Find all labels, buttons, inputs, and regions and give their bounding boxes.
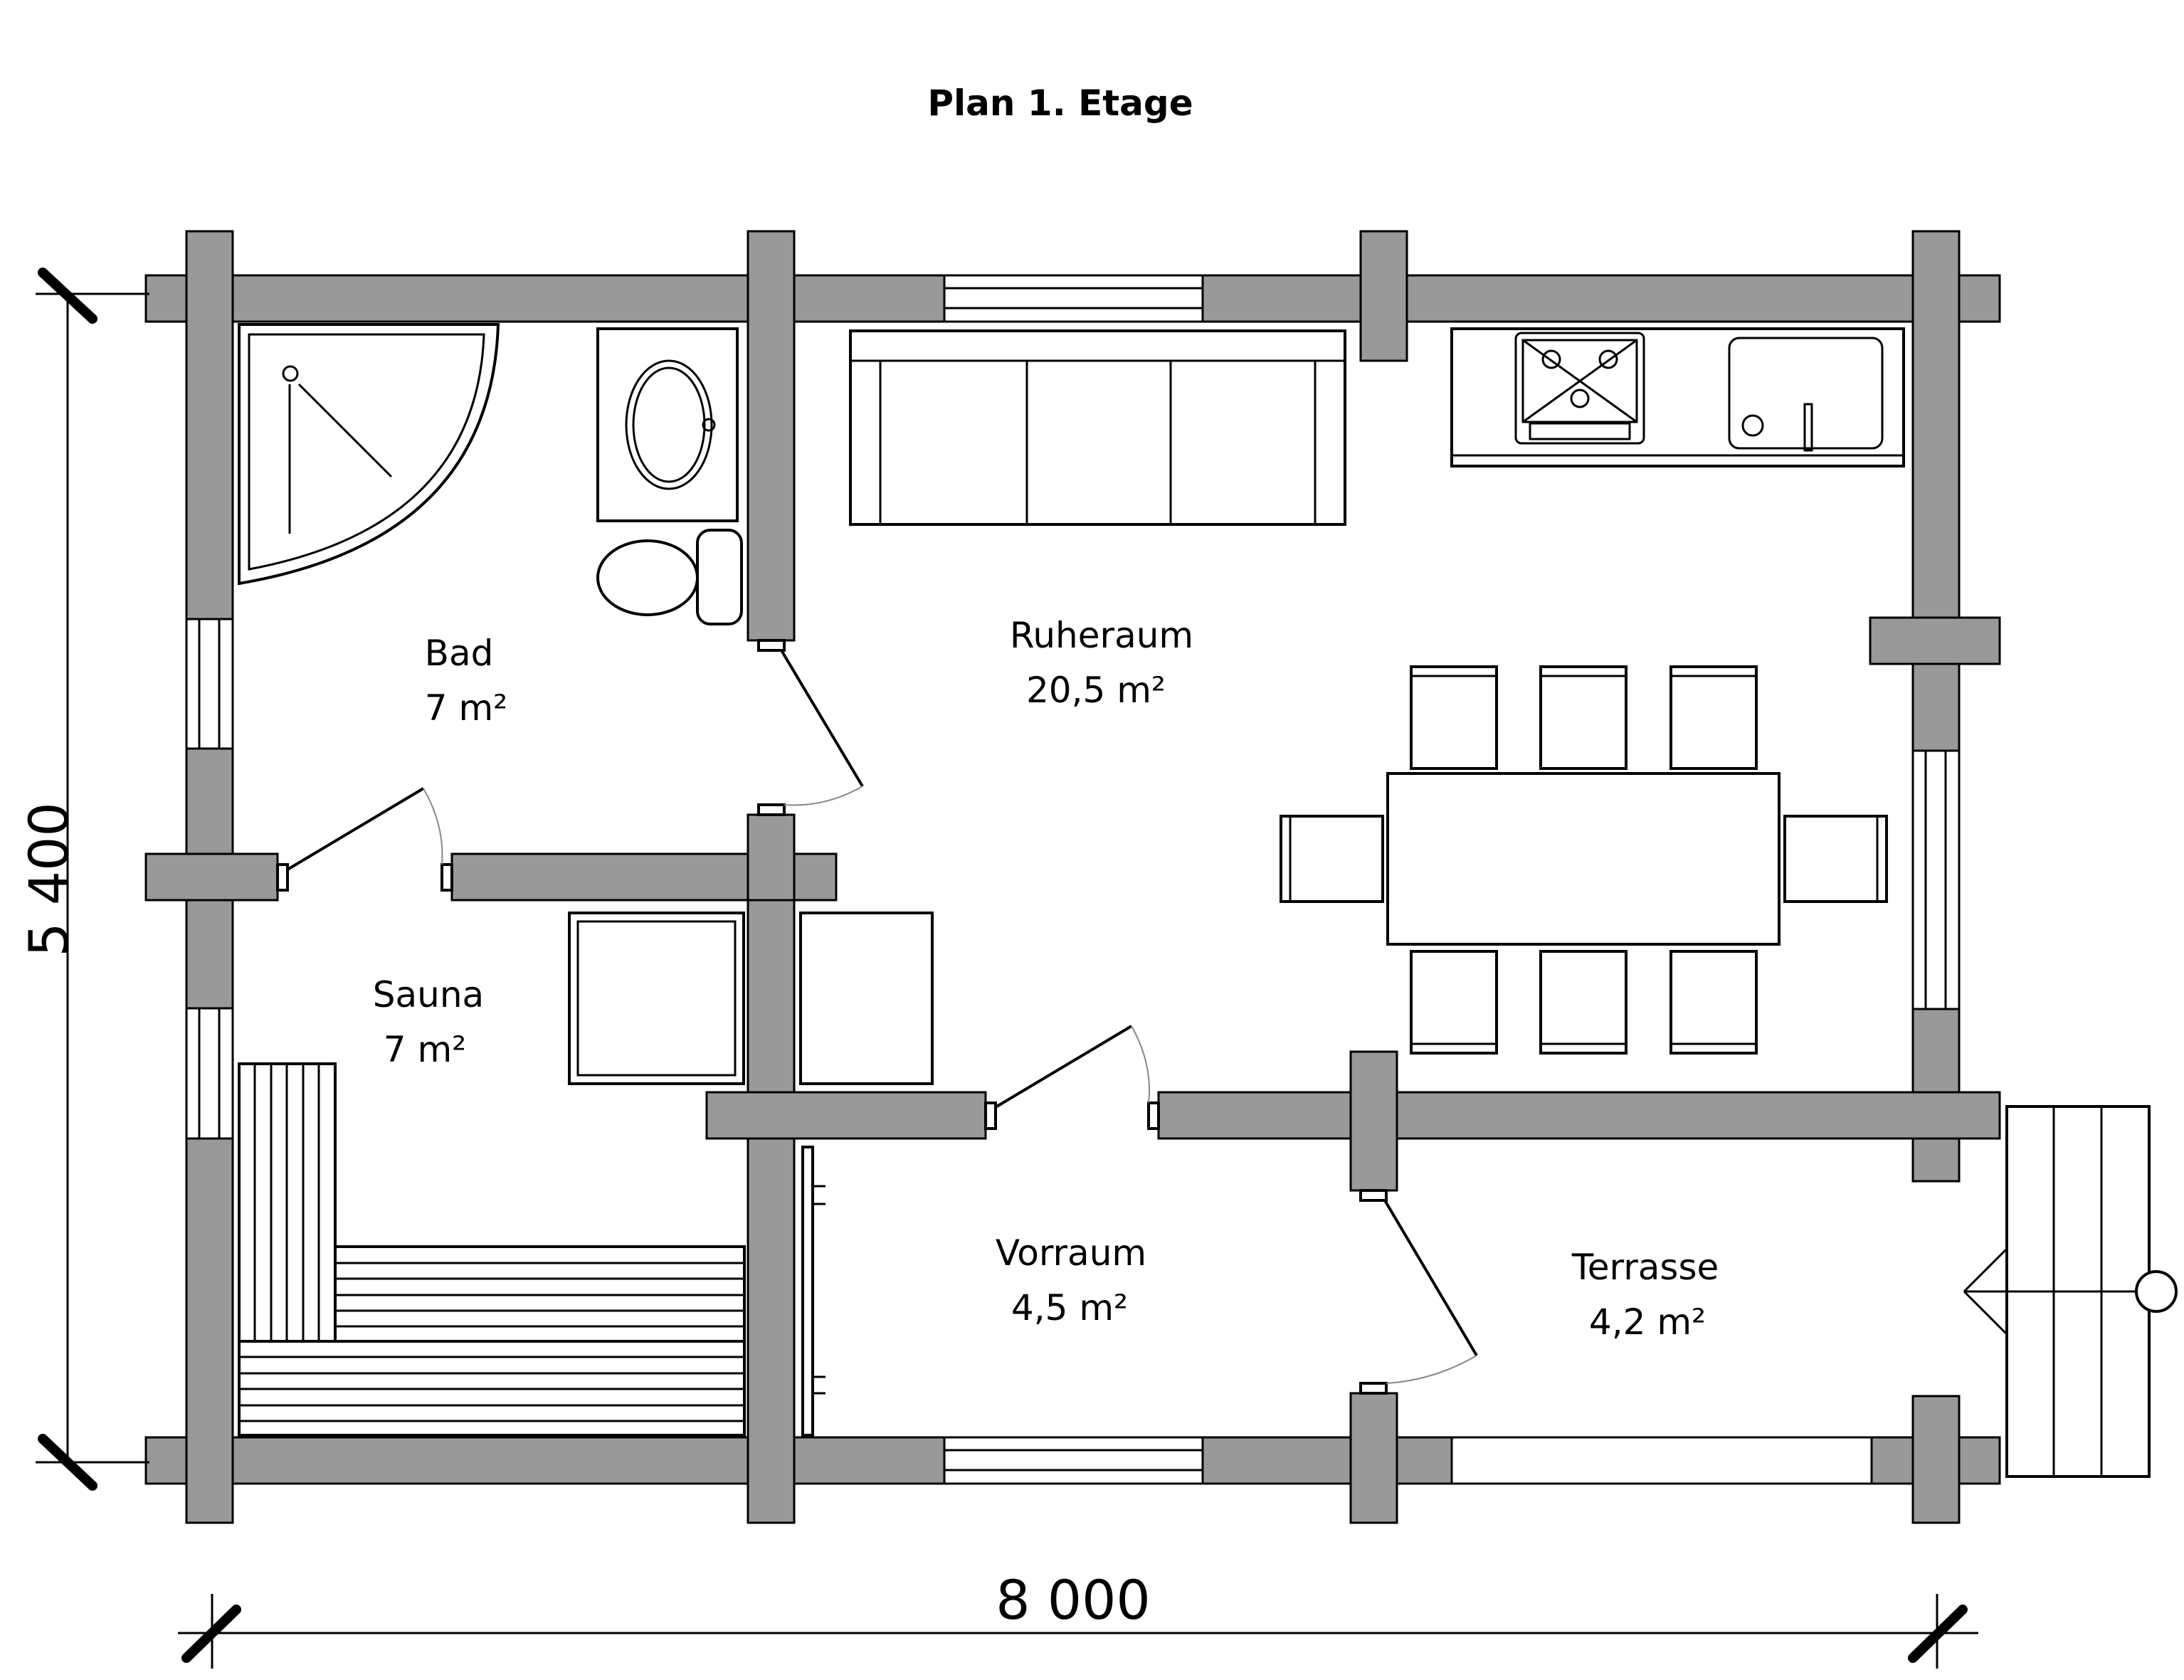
sauna-bench-upper bbox=[238, 1062, 337, 1343]
walls bbox=[144, 230, 2001, 1524]
room-area: 4,5 m² bbox=[1011, 1287, 1128, 1328]
windows bbox=[185, 274, 1961, 1485]
dimension-height: 5 400 bbox=[17, 268, 149, 1491]
stove-cabinet bbox=[799, 912, 934, 1085]
kitchen-counter bbox=[1450, 327, 1905, 467]
sink bbox=[596, 327, 739, 522]
room-ruheraum-label: Ruheraum 20,5 m² bbox=[1010, 615, 1193, 711]
room-vorraum-label: Vorraum 4,5 m² bbox=[996, 1232, 1146, 1328]
room-name: Sauna bbox=[373, 974, 484, 1015]
sauna-bench-lower bbox=[238, 1340, 746, 1437]
room-sauna-label: Sauna 7 m² bbox=[373, 974, 484, 1070]
sauna-bench-middle bbox=[334, 1245, 746, 1343]
sofa bbox=[849, 329, 1346, 526]
height-dimension-label: 5 400 bbox=[17, 802, 80, 957]
dimension-width: 8 000 bbox=[178, 1568, 1978, 1669]
coat-rack bbox=[801, 1146, 825, 1437]
doors bbox=[276, 639, 1478, 1395]
room-area: 20,5 m² bbox=[1026, 670, 1166, 711]
plan-title: Plan 1. Etage bbox=[927, 83, 1193, 124]
room-bad-label: Bad 7 m² bbox=[425, 633, 508, 729]
room-name: Vorraum bbox=[996, 1232, 1146, 1274]
chairs bbox=[1280, 665, 1888, 1055]
dining-table bbox=[1386, 772, 1781, 946]
room-area: 7 m² bbox=[384, 1029, 466, 1070]
room-name: Terrasse bbox=[1571, 1247, 1719, 1288]
room-area: 7 m² bbox=[425, 687, 507, 729]
width-dimension-label: 8 000 bbox=[996, 1568, 1151, 1632]
toilet bbox=[596, 529, 743, 625]
shower bbox=[238, 323, 500, 586]
room-area: 4,2 m² bbox=[1589, 1301, 1706, 1343]
stairs bbox=[1963, 1105, 2178, 1478]
room-name: Ruheraum bbox=[1010, 615, 1193, 656]
room-terrasse-label: Terrasse 4,2 m² bbox=[1571, 1247, 1719, 1343]
sauna-heater bbox=[568, 912, 745, 1085]
room-name: Bad bbox=[425, 633, 494, 674]
